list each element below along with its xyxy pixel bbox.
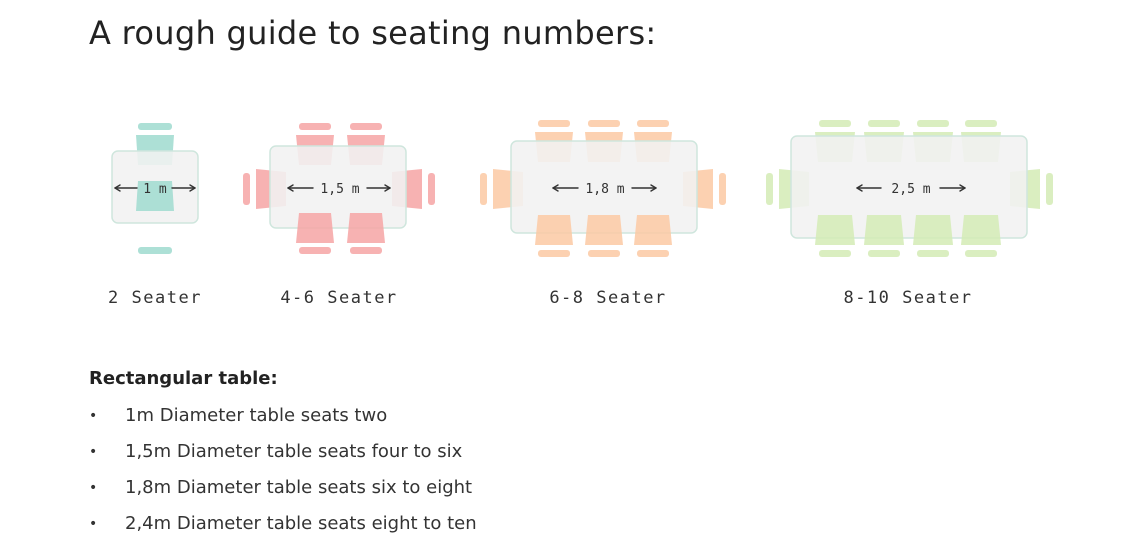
list-item-text: 2,4m Diameter table seats eight to ten [125, 513, 477, 534]
dimension-label: 1 m [143, 182, 167, 197]
bullet-icon: • [89, 444, 98, 460]
caption-8-10-seater: 8-10 Seater [843, 288, 973, 308]
seating-diagram-svg: 1 m [111, 120, 1053, 257]
table-4-6-seater: 1,5 m [243, 123, 435, 254]
chairs-bottom [815, 215, 1001, 257]
section-title: Rectangular table: [89, 368, 278, 389]
seating-list: • 1m Diameter table seats two • 1,5m Diame… [89, 398, 477, 542]
list-item: • 1,8m Diameter table seats six to eight [89, 470, 477, 506]
table-top [269, 145, 407, 229]
dimension-arrow [856, 184, 966, 192]
dimension-arrow [552, 184, 657, 192]
table-2-seater: 1 m [111, 123, 199, 254]
chairs-bottom [296, 213, 385, 254]
chair-bottom [136, 181, 174, 254]
list-item-text: 1m Diameter table seats two [125, 405, 388, 426]
seating-diagram: 1 m [0, 105, 1131, 325]
list-item-text: 1,5m Diameter table seats four to six [125, 441, 463, 462]
dimension-arrow [287, 184, 391, 192]
list-item: • 2,4m Diameter table seats eight to ten [89, 506, 477, 542]
table-8-10-seater: 2,5 m [766, 120, 1053, 257]
page-heading: A rough guide to seating numbers: [89, 14, 657, 52]
list-item: • 1,5m Diameter table seats four to six [89, 434, 477, 470]
caption-2-seater: 2 Seater [108, 288, 202, 308]
dimension-label: 2,5 m [891, 182, 930, 197]
dimension-label: 1,8 m [585, 182, 624, 197]
table-top [790, 135, 1028, 239]
list-item-text: 1,8m Diameter table seats six to eight [125, 477, 473, 498]
caption-4-6-seater: 4-6 Seater [280, 288, 398, 308]
caption-6-8-seater: 6-8 Seater [549, 288, 667, 308]
chairs-bottom [535, 215, 672, 257]
bullet-icon: • [89, 480, 98, 496]
list-item: • 1m Diameter table seats two [89, 398, 477, 434]
dimension-arrow [114, 184, 196, 192]
dimension-label: 1,5 m [320, 182, 359, 197]
bullet-icon: • [89, 516, 98, 532]
bullet-icon: • [89, 408, 98, 424]
table-6-8-seater: 1,8 m [480, 120, 726, 257]
